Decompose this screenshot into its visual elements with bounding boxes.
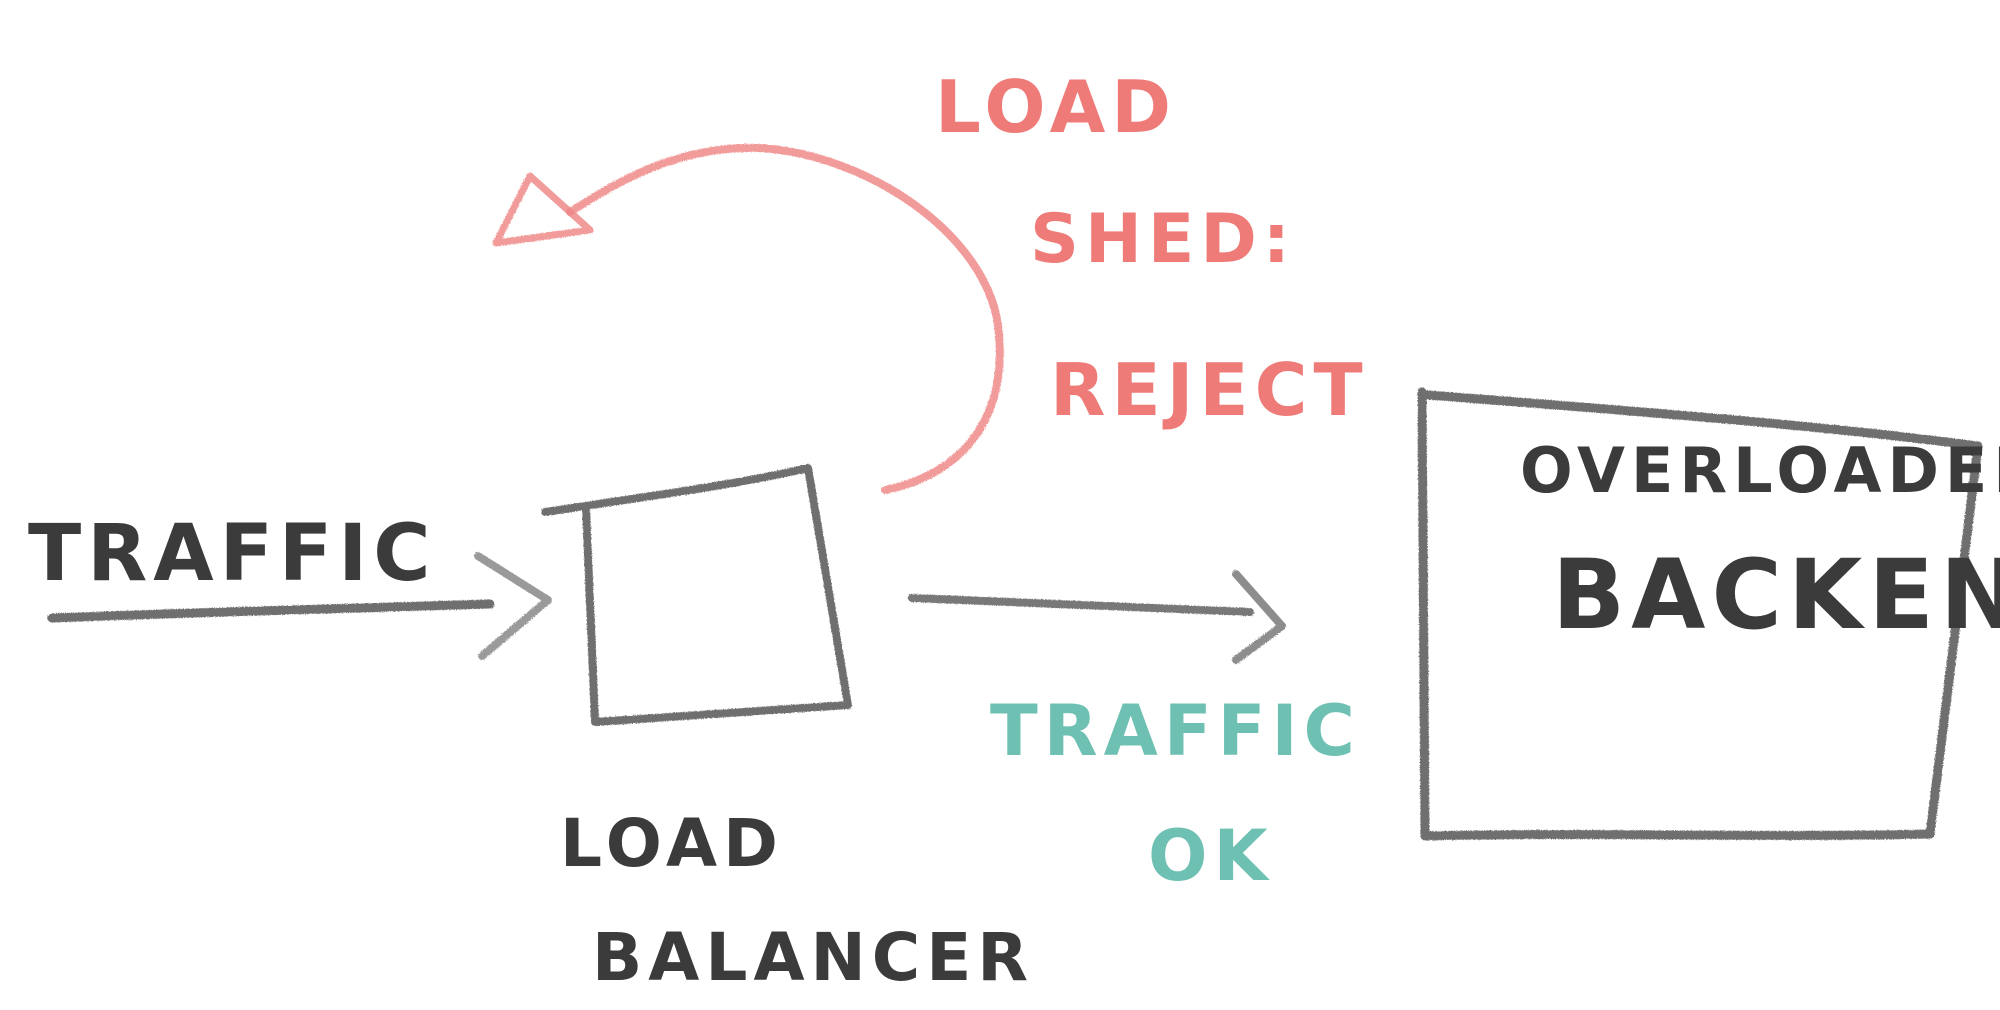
load-balancer-label-line1: LOAD bbox=[560, 805, 784, 882]
backend-label-line2: BACKEND bbox=[1552, 539, 2000, 651]
traffic-ok-label-line2: OK bbox=[1148, 815, 1274, 897]
backend-label-line1: OVERLOADED bbox=[1520, 434, 2000, 507]
load-balancer-box bbox=[541, 464, 852, 726]
traffic-ok-label-line1: TRAFFIC bbox=[990, 690, 1361, 772]
ok-traffic-arrow bbox=[908, 570, 1286, 664]
shed-label-line3: REJECT bbox=[1050, 348, 1369, 432]
incoming-traffic-arrow bbox=[47, 552, 552, 660]
traffic-in-label: TRAFFIC bbox=[28, 509, 436, 599]
shed-label-line1: LOAD bbox=[935, 65, 1177, 149]
load-balancer-label-line2: BALANCER bbox=[592, 919, 1034, 996]
shed-label-line2: SHED: bbox=[1030, 200, 1296, 279]
shed-reject-arrow bbox=[492, 143, 1004, 494]
backend-box bbox=[1417, 387, 1983, 841]
